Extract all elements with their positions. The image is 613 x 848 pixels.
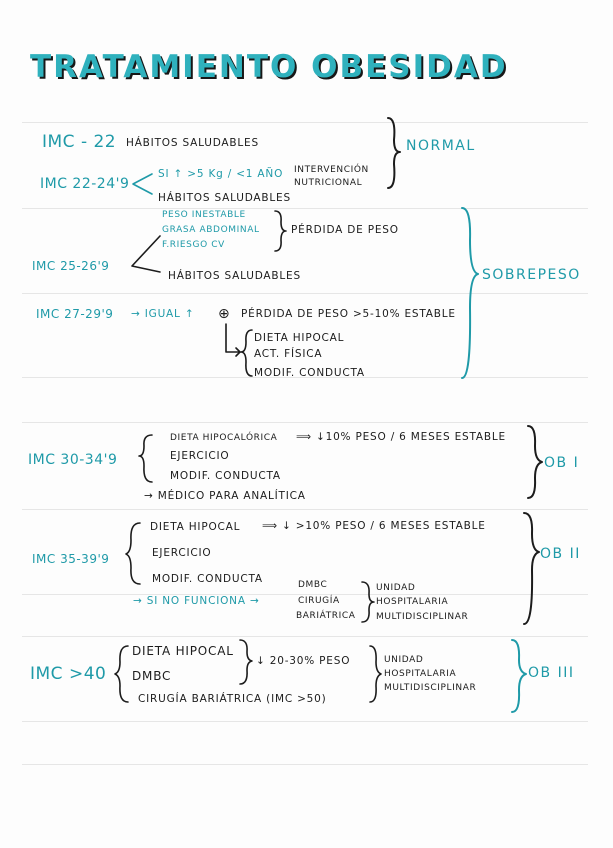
imc-ob2: IMC 35-39'9 (32, 552, 110, 566)
imc-normal-2-bottom: HÁBITOS SALUDABLES (158, 192, 291, 204)
list-item-3: MODIF. CONDUCTA (254, 367, 365, 379)
ob2-unit-1: UNIDAD (376, 583, 416, 593)
ob1-item-2: EJERCICIO (170, 450, 230, 462)
label-normal: NORMAL (406, 138, 476, 154)
ob2-goal: ⟹ ↓ >10% PESO / 6 MESES ESTABLE (262, 520, 486, 532)
ob3-unit-2: HOSPITALARIA (384, 669, 457, 679)
ob3-unit-3: MULTIDISCIPLINAR (384, 683, 477, 693)
ob2-item-3: MODIF. CONDUCTA (152, 573, 263, 585)
ruled-line (22, 208, 588, 209)
ob1-referral: → MÉDICO PARA ANALÍTICA (144, 490, 306, 502)
ruled-line (22, 377, 588, 378)
ob3-unit-1: UNIDAD (384, 655, 424, 665)
label-ob1: OB I (544, 455, 580, 471)
imc-normal-2-result-2: NUTRICIONAL (294, 178, 363, 188)
ruled-line (22, 422, 588, 423)
ob1-item-3: MODIF. CONDUCTA (170, 470, 281, 482)
label-ob3: OB III (528, 665, 575, 681)
imc-ob3: IMC >40 (30, 664, 107, 684)
ob3-item-3: CIRUGÍA BARIÁTRICA (IMC >50) (138, 693, 327, 705)
cond-2: GRASA ABDOMINAL (162, 225, 260, 235)
ob3-item-1: DIETA HIPOCAL (132, 644, 234, 658)
ruled-line (22, 764, 588, 765)
imc-normal-2-result-1: INTERVENCIÓN (294, 165, 369, 175)
list-item-2: ACT. FÍSICA (254, 348, 323, 360)
cond-3: F.RIESGO CV (162, 240, 225, 250)
cond-1: PESO INESTABLE (162, 210, 246, 220)
ob2-unit-3: MULTIDISCIPLINAR (376, 612, 469, 622)
ob3-goal: ↓ 20-30% PESO (256, 655, 351, 667)
ob2-item-1: DIETA HIPOCAL (150, 521, 241, 533)
ruled-line (22, 509, 588, 510)
ruled-line (22, 594, 588, 595)
imc-normal-2-top: SI ↑ >5 Kg / <1 AÑO (158, 168, 284, 180)
imc-normal-2: IMC 22-24'9 (40, 176, 130, 192)
cond-result: PÉRDIDA DE PESO (291, 224, 399, 236)
ob2-opt-1: DMBC (298, 580, 328, 590)
imc-sobrepeso-2-goal: PÉRDIDA DE PESO >5-10% ESTABLE (241, 308, 456, 320)
ruled-line (22, 721, 588, 722)
imc-sobrepeso-2: IMC 27-29'9 (36, 307, 114, 321)
imc-ob1: IMC 30-34'9 (28, 452, 118, 468)
imc-sobrepeso-1: IMC 25-26'9 (32, 259, 110, 273)
label-sobrepeso: SOBREPESO (482, 267, 581, 283)
ob2-item-2: EJERCICIO (152, 547, 212, 559)
ob1-goal: ⟹ ↓10% PESO / 6 MESES ESTABLE (296, 431, 506, 443)
ob1-item-1: DIETA HIPOCALÓRICA (170, 433, 278, 443)
imc-normal-1: IMC - 22 (42, 132, 117, 152)
list-item-1: DIETA HIPOCAL (254, 332, 345, 344)
imc-sobrepeso-1-bottom: HÁBITOS SALUDABLES (168, 270, 301, 282)
imc-normal-1-text: HÁBITOS SALUDABLES (126, 137, 259, 149)
ruled-line (22, 636, 588, 637)
circle-icon: ⊕ (218, 306, 231, 322)
ruled-line (22, 293, 588, 294)
page-title: TRATAMIENTO OBESIDAD (30, 49, 508, 85)
ruled-line (22, 122, 588, 123)
ob2-opt-3: BARIÁTRICA (296, 611, 356, 621)
ob2-unit-2: HOSPITALARIA (376, 597, 449, 607)
ob2-fallback: → SI NO FUNCIONA → (133, 595, 260, 607)
label-ob2: OB II (540, 546, 581, 562)
ob3-item-2: DMBC (132, 669, 172, 683)
ob2-opt-2: CIRUGÍA (298, 596, 340, 606)
imc-sobrepeso-2-arrow: → IGUAL ↑ (131, 308, 195, 320)
